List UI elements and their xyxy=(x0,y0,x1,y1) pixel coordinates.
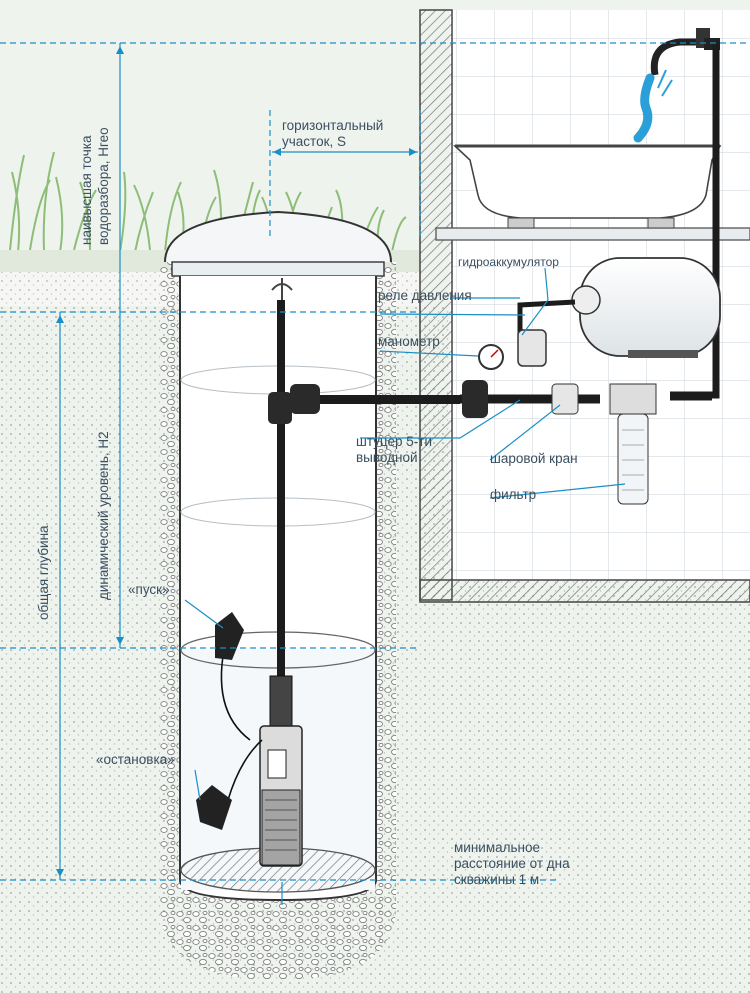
bathtub-icon xyxy=(452,144,722,229)
filter-icon xyxy=(609,383,657,505)
label-filter: фильтр xyxy=(490,487,536,502)
water-stream-icon xyxy=(633,69,673,143)
label-min-distance-2: расстояние от дна xyxy=(454,856,570,871)
dimension-arrows xyxy=(56,46,417,877)
highest-point-line2: водоразбора, Нгео xyxy=(96,127,111,245)
ball-valve xyxy=(551,383,579,415)
pipe xyxy=(268,278,712,700)
label-horizontal-section-1: горизонтальный xyxy=(282,118,383,133)
shelf xyxy=(435,227,750,241)
label-pressure-relay: реле давления xyxy=(378,288,472,303)
pressure-relay xyxy=(517,329,547,367)
pressure-gauge-icon xyxy=(478,344,504,370)
label-stop: «остановка» xyxy=(96,752,175,767)
highest-point-line1: наивысшая точка xyxy=(79,135,94,245)
faucet-icon xyxy=(650,28,720,76)
label-ball-valve: шаровой кран xyxy=(490,451,578,466)
label-min-distance-1: минимальное xyxy=(454,840,540,855)
label-manometer: манометр xyxy=(378,334,440,349)
label-dynamic-level: динамический уровень, Н2 xyxy=(96,431,111,600)
label-horizontal-section-2: участок, S xyxy=(282,134,346,149)
label-start: «пуск» xyxy=(128,582,170,597)
submersible-pump-icon xyxy=(259,675,303,867)
label-accumulator: гидроаккумулятор xyxy=(458,255,559,269)
label-min-distance-3: скважины 1 м xyxy=(454,872,539,887)
label-highest-point: наивысшая точка водоразбора, Нгео xyxy=(79,127,111,245)
label-fitting-2: выводной xyxy=(356,450,418,465)
label-total-depth: общая глубина xyxy=(36,525,51,620)
dimension-lines xyxy=(0,42,750,905)
label-fitting-1: штуцер 5-ти xyxy=(356,434,432,449)
